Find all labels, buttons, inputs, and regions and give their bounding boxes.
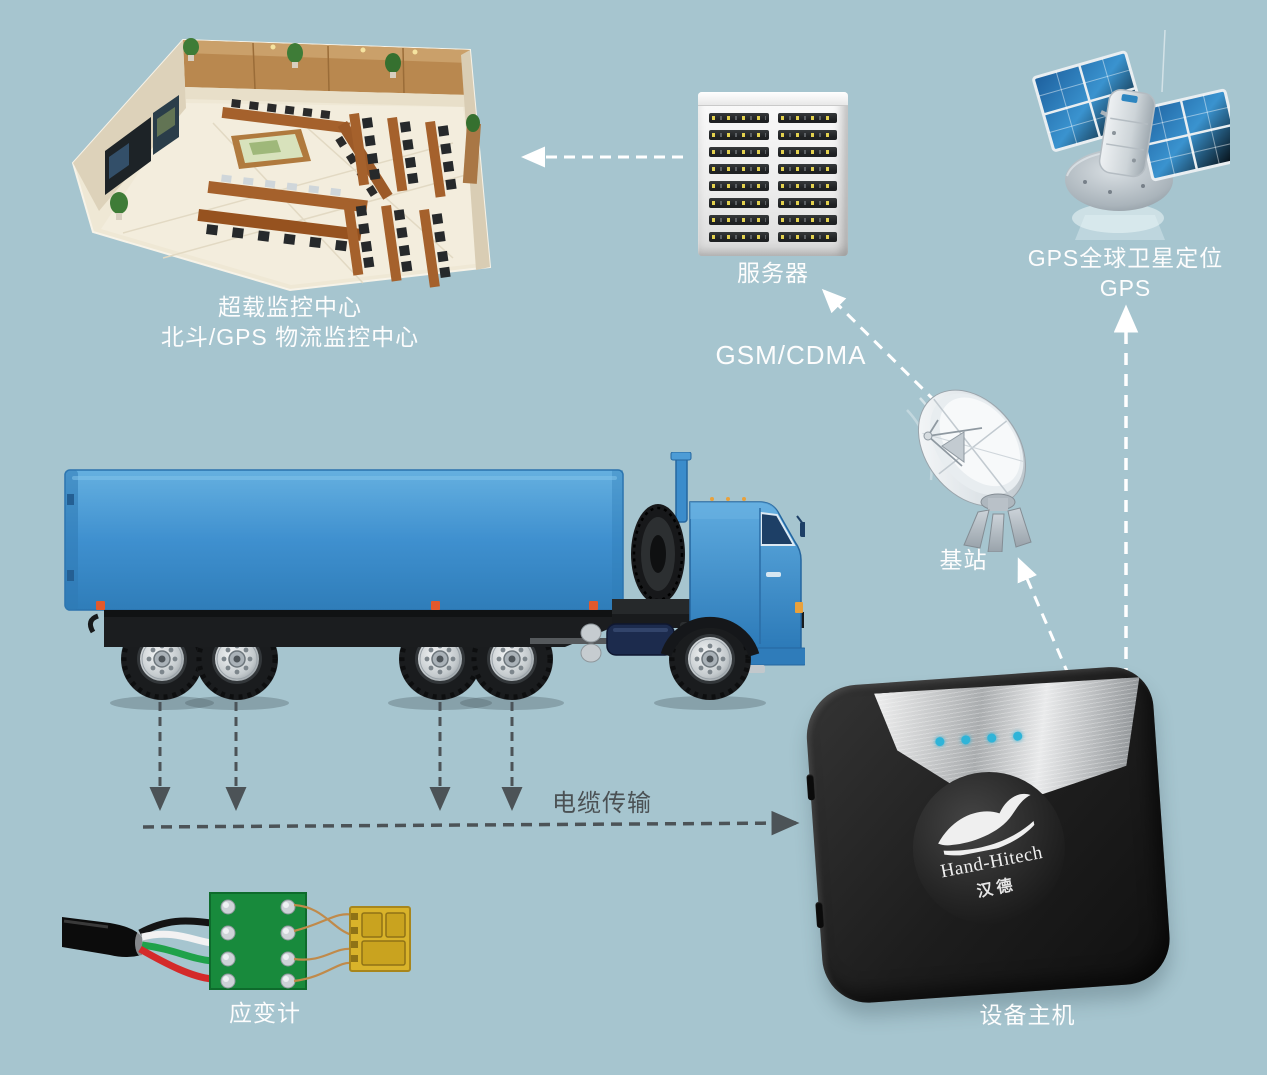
led-dot (1012, 731, 1023, 741)
monitoring-center-label-line2: 北斗/GPS 物流监控中心 (160, 324, 420, 350)
plant-icons (110, 38, 480, 220)
cable-transmission-label: 电缆传输 (552, 790, 652, 817)
led-dot (961, 735, 971, 745)
device-host-illustration: Hand-Hitech 汉德 (803, 664, 1173, 1006)
gps-satellite-illustration (1015, 29, 1242, 250)
led-dot (935, 736, 945, 747)
device-side-button (815, 901, 825, 929)
gsm-cdma-label: GSM/CDMA (715, 340, 867, 370)
base-station-illustration (898, 362, 1053, 557)
arrow-cable-to-device (142, 810, 800, 836)
device-host-label: 设备主机 (979, 1002, 1076, 1028)
gps-label-line2: GPS (1099, 275, 1152, 301)
strain-gauge-illustration (62, 885, 414, 1002)
logo-swoosh-icon (938, 793, 1035, 855)
base-station-label: 基站 (939, 547, 988, 573)
server-column-left (709, 113, 769, 249)
monitoring-center-illustration (63, 33, 493, 303)
monitoring-center-label: 超载监控中心 北斗/GPS 物流监控中心 (90, 292, 490, 352)
truck-illustration (60, 451, 807, 720)
strain-gauge-label: 应变计 (229, 1000, 301, 1026)
hand-hitech-logo-badge: Hand-Hitech 汉德 (899, 758, 1078, 937)
server-top-bezel (698, 92, 848, 106)
arrow-device-to-basestation (1017, 557, 1071, 677)
server-column-right (777, 113, 837, 249)
monitoring-center-label-line1: 超载监控中心 (218, 294, 362, 320)
device-side-button (806, 774, 816, 801)
server-label: 服务器 (737, 260, 809, 286)
gps-label: GPS全球卫星定位 GPS (1018, 243, 1233, 303)
server-rack-illustration (698, 92, 848, 256)
gps-label-line1: GPS全球卫星定位 (1027, 245, 1224, 271)
led-dot (986, 733, 997, 743)
